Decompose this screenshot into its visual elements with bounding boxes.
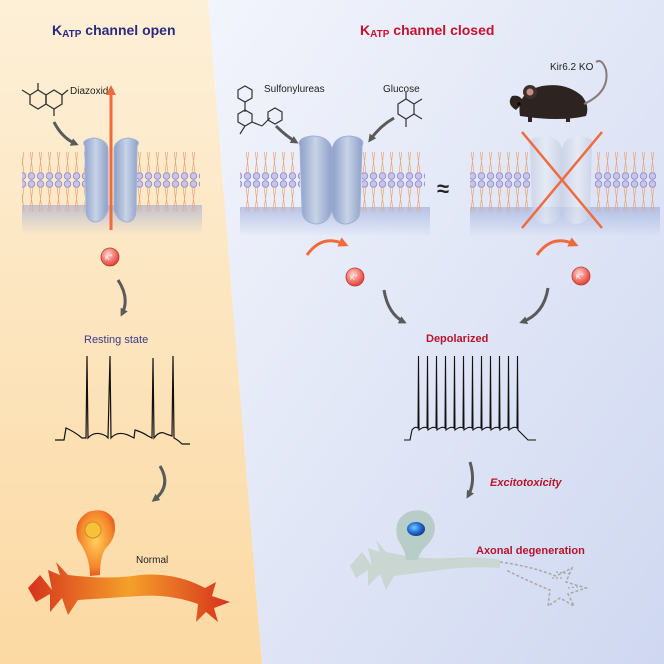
middle-potassium-ion: K+ [345,267,365,287]
svg-text:K+: K+ [105,253,113,262]
knockout-mouse-icon [509,60,608,122]
kir62-ko-label: Kir6.2 KO [550,62,594,73]
excitotoxicity-label: Excitotoxicity [490,477,562,489]
normal-label: Normal [136,555,168,566]
right-potassium-ion: K+ [571,266,591,286]
depolarized-label: Depolarized [426,333,488,345]
left-katp-channel [83,137,139,223]
svg-text:K+: K+ [350,273,358,282]
axonal-degeneration-label: Axonal degeneration [476,545,585,557]
right-blocked-efflux-arrow [535,237,579,256]
sulfonylurea-molecule-icon [237,85,283,135]
converge-arrow-right [519,287,550,325]
glucose-arrow [368,116,395,143]
left-flow-arrow-1 [116,279,128,317]
right-katp-channel-absent [529,136,593,224]
middle-katp-channel-closed [298,135,364,225]
right-title: KATP channel closed [360,22,494,40]
resting-voltage-trace [55,355,190,445]
sulfonylureas-label: Sulfonylureas [264,84,325,95]
knockout-cross-icon [521,131,603,229]
glucose-molecule-icon [397,92,423,127]
diazoxide-molecule-icon [21,83,69,116]
right-flow-arrow [466,461,475,499]
left-flow-arrow-2 [151,465,167,502]
diazoxide-label: Diazoxide [70,86,114,97]
degenerating-neuron [350,510,589,608]
healthy-neuron [28,510,230,622]
left-potassium-ion: K+ [100,247,120,267]
converge-arrow-left [382,289,407,324]
sulfonylurea-arrow [274,124,299,144]
middle-blocked-efflux-arrow [305,237,349,256]
diazoxide-arrow [52,121,79,146]
svg-text:K+: K+ [576,272,584,281]
glucose-label: Glucose [383,84,420,95]
resting-state-label: Resting state [84,334,148,346]
depolarized-voltage-trace [404,355,536,441]
left-title: KATP channel open [52,22,176,40]
equivalence-symbol: ≈ [437,176,449,201]
